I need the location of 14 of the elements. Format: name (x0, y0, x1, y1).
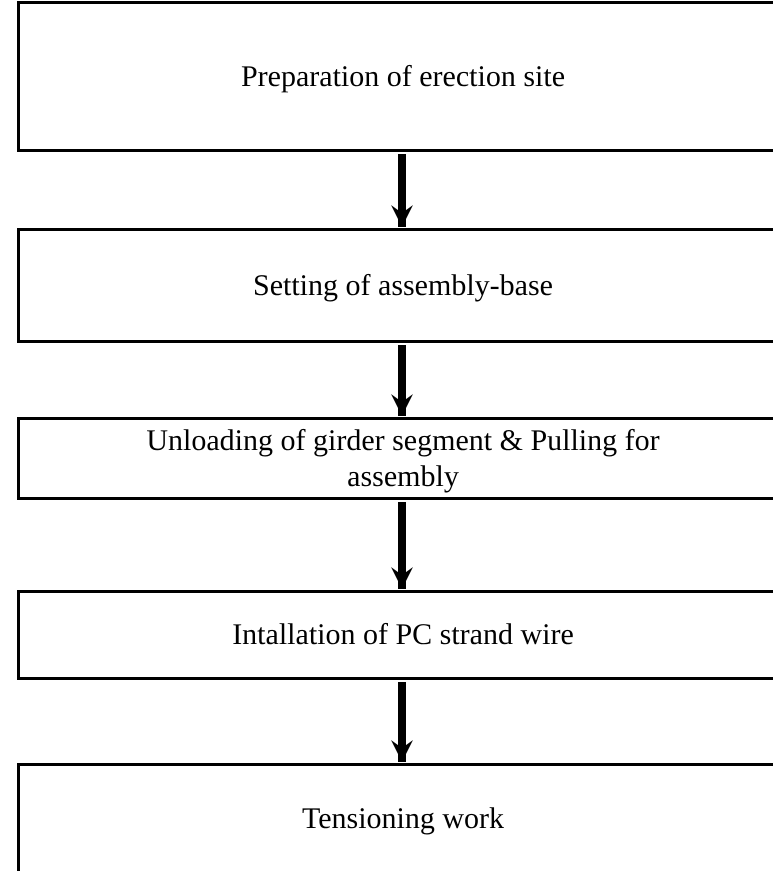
process-box (17, 228, 773, 343)
arrow (391, 502, 413, 589)
arrow (391, 682, 413, 762)
step-label: Unloading of girder segment & Pulling for assembly (145, 422, 661, 494)
arrow (391, 154, 413, 227)
process-box (17, 763, 773, 871)
process-box (17, 590, 773, 680)
step-label: Intallation of PC strand wire (232, 617, 574, 653)
step-label: Tensioning work (302, 801, 504, 837)
arrow (391, 345, 413, 416)
step-label: Preparation of erection site (240, 58, 566, 94)
process-box (17, 1, 773, 152)
process-box (17, 417, 773, 500)
step-label: Setting of assembly-base (253, 268, 553, 304)
